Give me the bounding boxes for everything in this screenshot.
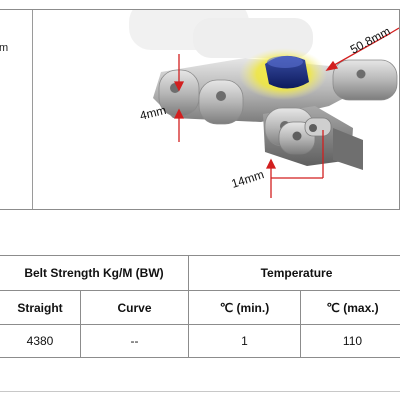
subheader-temp-min: ℃ (min.) <box>188 290 301 325</box>
chain-link-lower <box>263 106 363 170</box>
chain-belt-image: 50.8mm 4mm 14mm <box>129 10 399 198</box>
dimension-pitch-label: 50.8mm <box>348 24 393 57</box>
value-temp-min: 1 <box>188 324 301 358</box>
clipped-spec-text: m <box>0 42 9 54</box>
value-straight: 4380 <box>0 324 81 358</box>
subheader-straight: Straight <box>0 290 81 325</box>
subheader-temp-max: ℃ (max.) <box>300 290 400 325</box>
temperature-header: Temperature <box>188 255 400 291</box>
spec-table: Belt Strength Kg/M (BW) Temperature Stra… <box>0 255 400 358</box>
value-temp-max: 110 <box>300 324 400 358</box>
subheader-curve: Curve <box>80 290 189 325</box>
dimension-annotations <box>173 27 399 198</box>
highlighted-roller <box>239 48 327 100</box>
product-figure-frame: m <box>0 9 400 210</box>
belt-strength-header: Belt Strength Kg/M (BW) <box>0 255 189 291</box>
column-divider <box>32 10 33 209</box>
dimension-height-label: 4mm <box>138 103 167 123</box>
dimension-width-label: 14mm <box>230 167 266 191</box>
bottom-divider <box>0 391 400 392</box>
value-curve: -- <box>80 324 189 358</box>
